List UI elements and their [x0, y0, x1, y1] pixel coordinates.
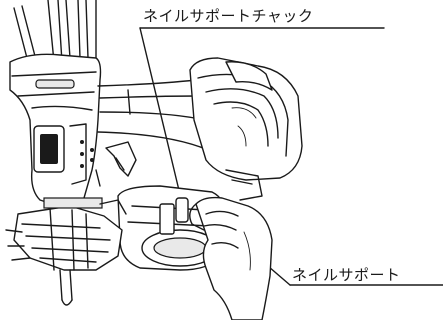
neck-tubes [97, 79, 209, 151]
nose-assembly [5, 197, 127, 306]
tool-housing [9, 53, 102, 206]
label-nail-support: ネイルサポート [292, 266, 401, 284]
label-nail-support-chuck: ネイルサポートチャック [143, 7, 314, 25]
nail-support-chuck-part [175, 197, 189, 223]
magazine-cover [189, 57, 303, 181]
trigger [105, 141, 137, 177]
chuck-leader [139, 27, 184, 208]
hand [189, 196, 273, 320]
handle-rods [13, 0, 97, 63]
side-bracket [225, 169, 263, 201]
